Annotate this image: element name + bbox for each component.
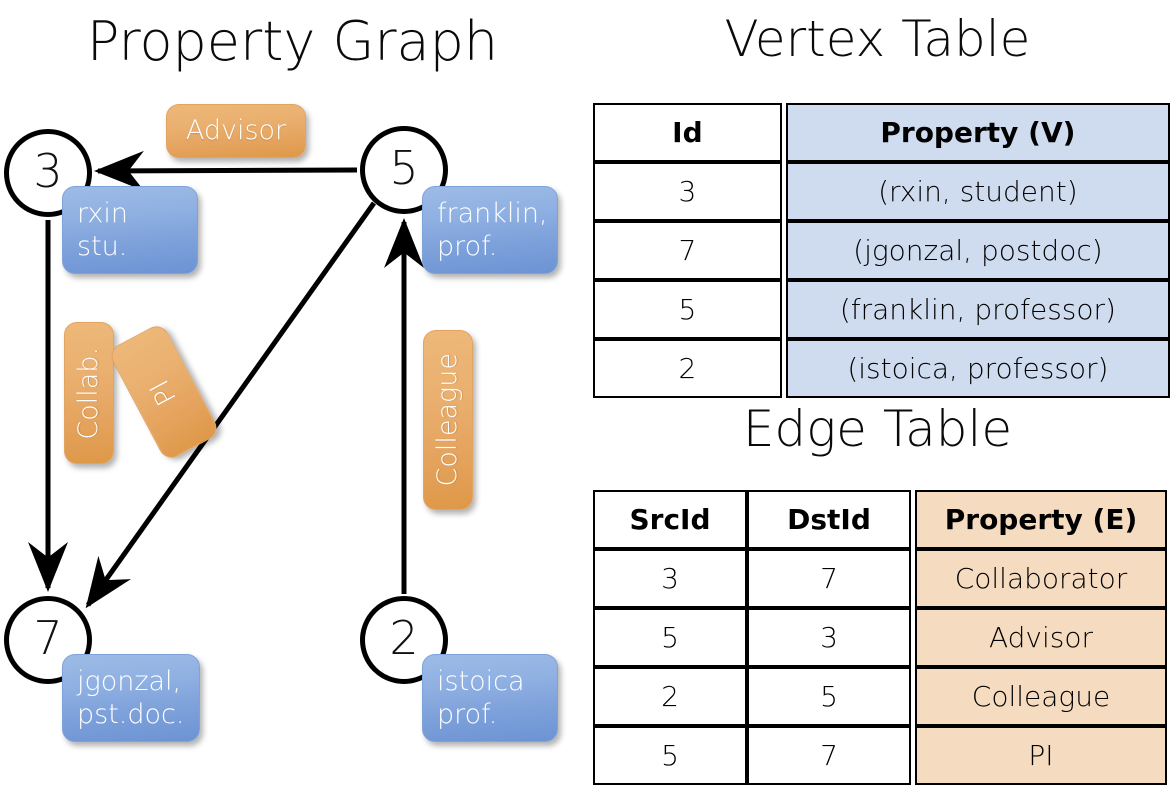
graph-node-5: 5 [360,126,448,214]
table-row: 3 (rxin, student) [593,162,1170,221]
vertex-table: Id Property (V) 3 (rxin, student) 7 (jgo… [593,103,1170,398]
vertex-table-header-row: Id Property (V) [593,103,1170,162]
edge-table-cell-property: Collaborator [915,549,1167,608]
edge-table-cell-srcid: 3 [593,549,747,608]
edge-label-pi-text: PI [144,374,183,411]
table-row: 2 5 Colleague [593,667,1167,726]
vertex-table-cell-property: (franklin, professor) [785,280,1170,339]
edge-label-colleague-text: Colleague [432,353,463,487]
edge-table-cell-dstid: 5 [747,667,911,726]
edge-label-collab-text: Collab. [73,346,104,440]
edge-table-container: SrcId DstId Property (E) 3 7 Collaborato… [593,490,1167,785]
table-row: 5 7 PI [593,726,1167,785]
vertex-property-box-2: istoica prof. [422,654,558,742]
table-row: 2 (istoica, professor) [593,339,1170,398]
table-row: 7 (jgonzal, postdoc) [593,221,1170,280]
graph-node-2: 2 [360,596,448,684]
vertex-table-container: Id Property (V) 3 (rxin, student) 7 (jgo… [593,103,1170,398]
graph-node-7-label: 7 [33,611,63,665]
edge-table-header-srcid: SrcId [593,490,747,549]
edge-table-cell-dstid: 3 [747,608,911,667]
edge-label-advisor: Advisor [166,104,306,158]
vertex-table-header-property: Property (V) [785,103,1170,162]
table-row: 3 7 Collaborator [593,549,1167,608]
edge-label-collab: Collab. [64,322,114,464]
edge-table: SrcId DstId Property (E) 3 7 Collaborato… [593,490,1167,785]
edge-table-cell-property: Advisor [915,608,1167,667]
vertex-property-box-7: jgonzal, pst.doc. [62,654,200,742]
table-row: 5 3 Advisor [593,608,1167,667]
vertex-property-box-2-text: istoica prof. [437,666,525,730]
property-graph-panel: Property Graph Advisor Collab. PI Collea… [0,0,585,760]
vertex-table-cell-id: 2 [593,339,782,398]
edge-5-to-7-pi [85,201,377,609]
graph-node-2-label: 2 [389,611,419,665]
graph-edges-layer [28,150,424,609]
edge-table-cell-srcid: 2 [593,667,747,726]
graph-node-5-label: 5 [389,141,419,195]
edge-table-header-dstid: DstId [747,490,911,549]
edge-table-cell-dstid: 7 [747,726,911,785]
edge-table-cell-srcid: 5 [593,726,747,785]
edge-table-cell-property: PI [915,726,1167,785]
edge-label-colleague: Colleague [423,330,473,510]
edge-label-advisor-text: Advisor [185,115,287,146]
vertex-property-box-7-text: jgonzal, pst.doc. [77,666,185,730]
edge-table-cell-dstid: 7 [747,549,911,608]
vertex-table-cell-id: 7 [593,221,782,280]
vertex-table-cell-id: 3 [593,162,782,221]
vertex-table-cell-property: (jgonzal, postdoc) [785,221,1170,280]
table-row: 5 (franklin, professor) [593,280,1170,339]
vertex-table-cell-property: (rxin, student) [785,162,1170,221]
page-title-property-graph: Property Graph [86,10,499,73]
vertex-property-box-3: rxin stu. [62,186,198,274]
edge-table-cell-srcid: 5 [593,608,747,667]
vertex-table-header-id: Id [593,103,782,162]
page-title-edge-table: Edge Table [742,400,1013,458]
edge-5-to-3-advisor [94,150,358,191]
edge-table-cell-property: Colleague [915,667,1167,726]
page-title-vertex-table: Vertex Table [724,10,1031,68]
vertex-table-cell-property: (istoica, professor) [785,339,1170,398]
edge-table-header-row: SrcId DstId Property (E) [593,490,1167,549]
vertex-table-cell-id: 5 [593,280,782,339]
graph-node-3-label: 3 [33,144,63,198]
edge-table-header-property: Property (E) [915,490,1167,549]
vertex-property-box-5: franklin, prof. [422,186,558,274]
vertex-property-box-5-text: franklin, prof. [437,198,548,262]
vertex-property-box-3-text: rxin stu. [77,198,128,262]
